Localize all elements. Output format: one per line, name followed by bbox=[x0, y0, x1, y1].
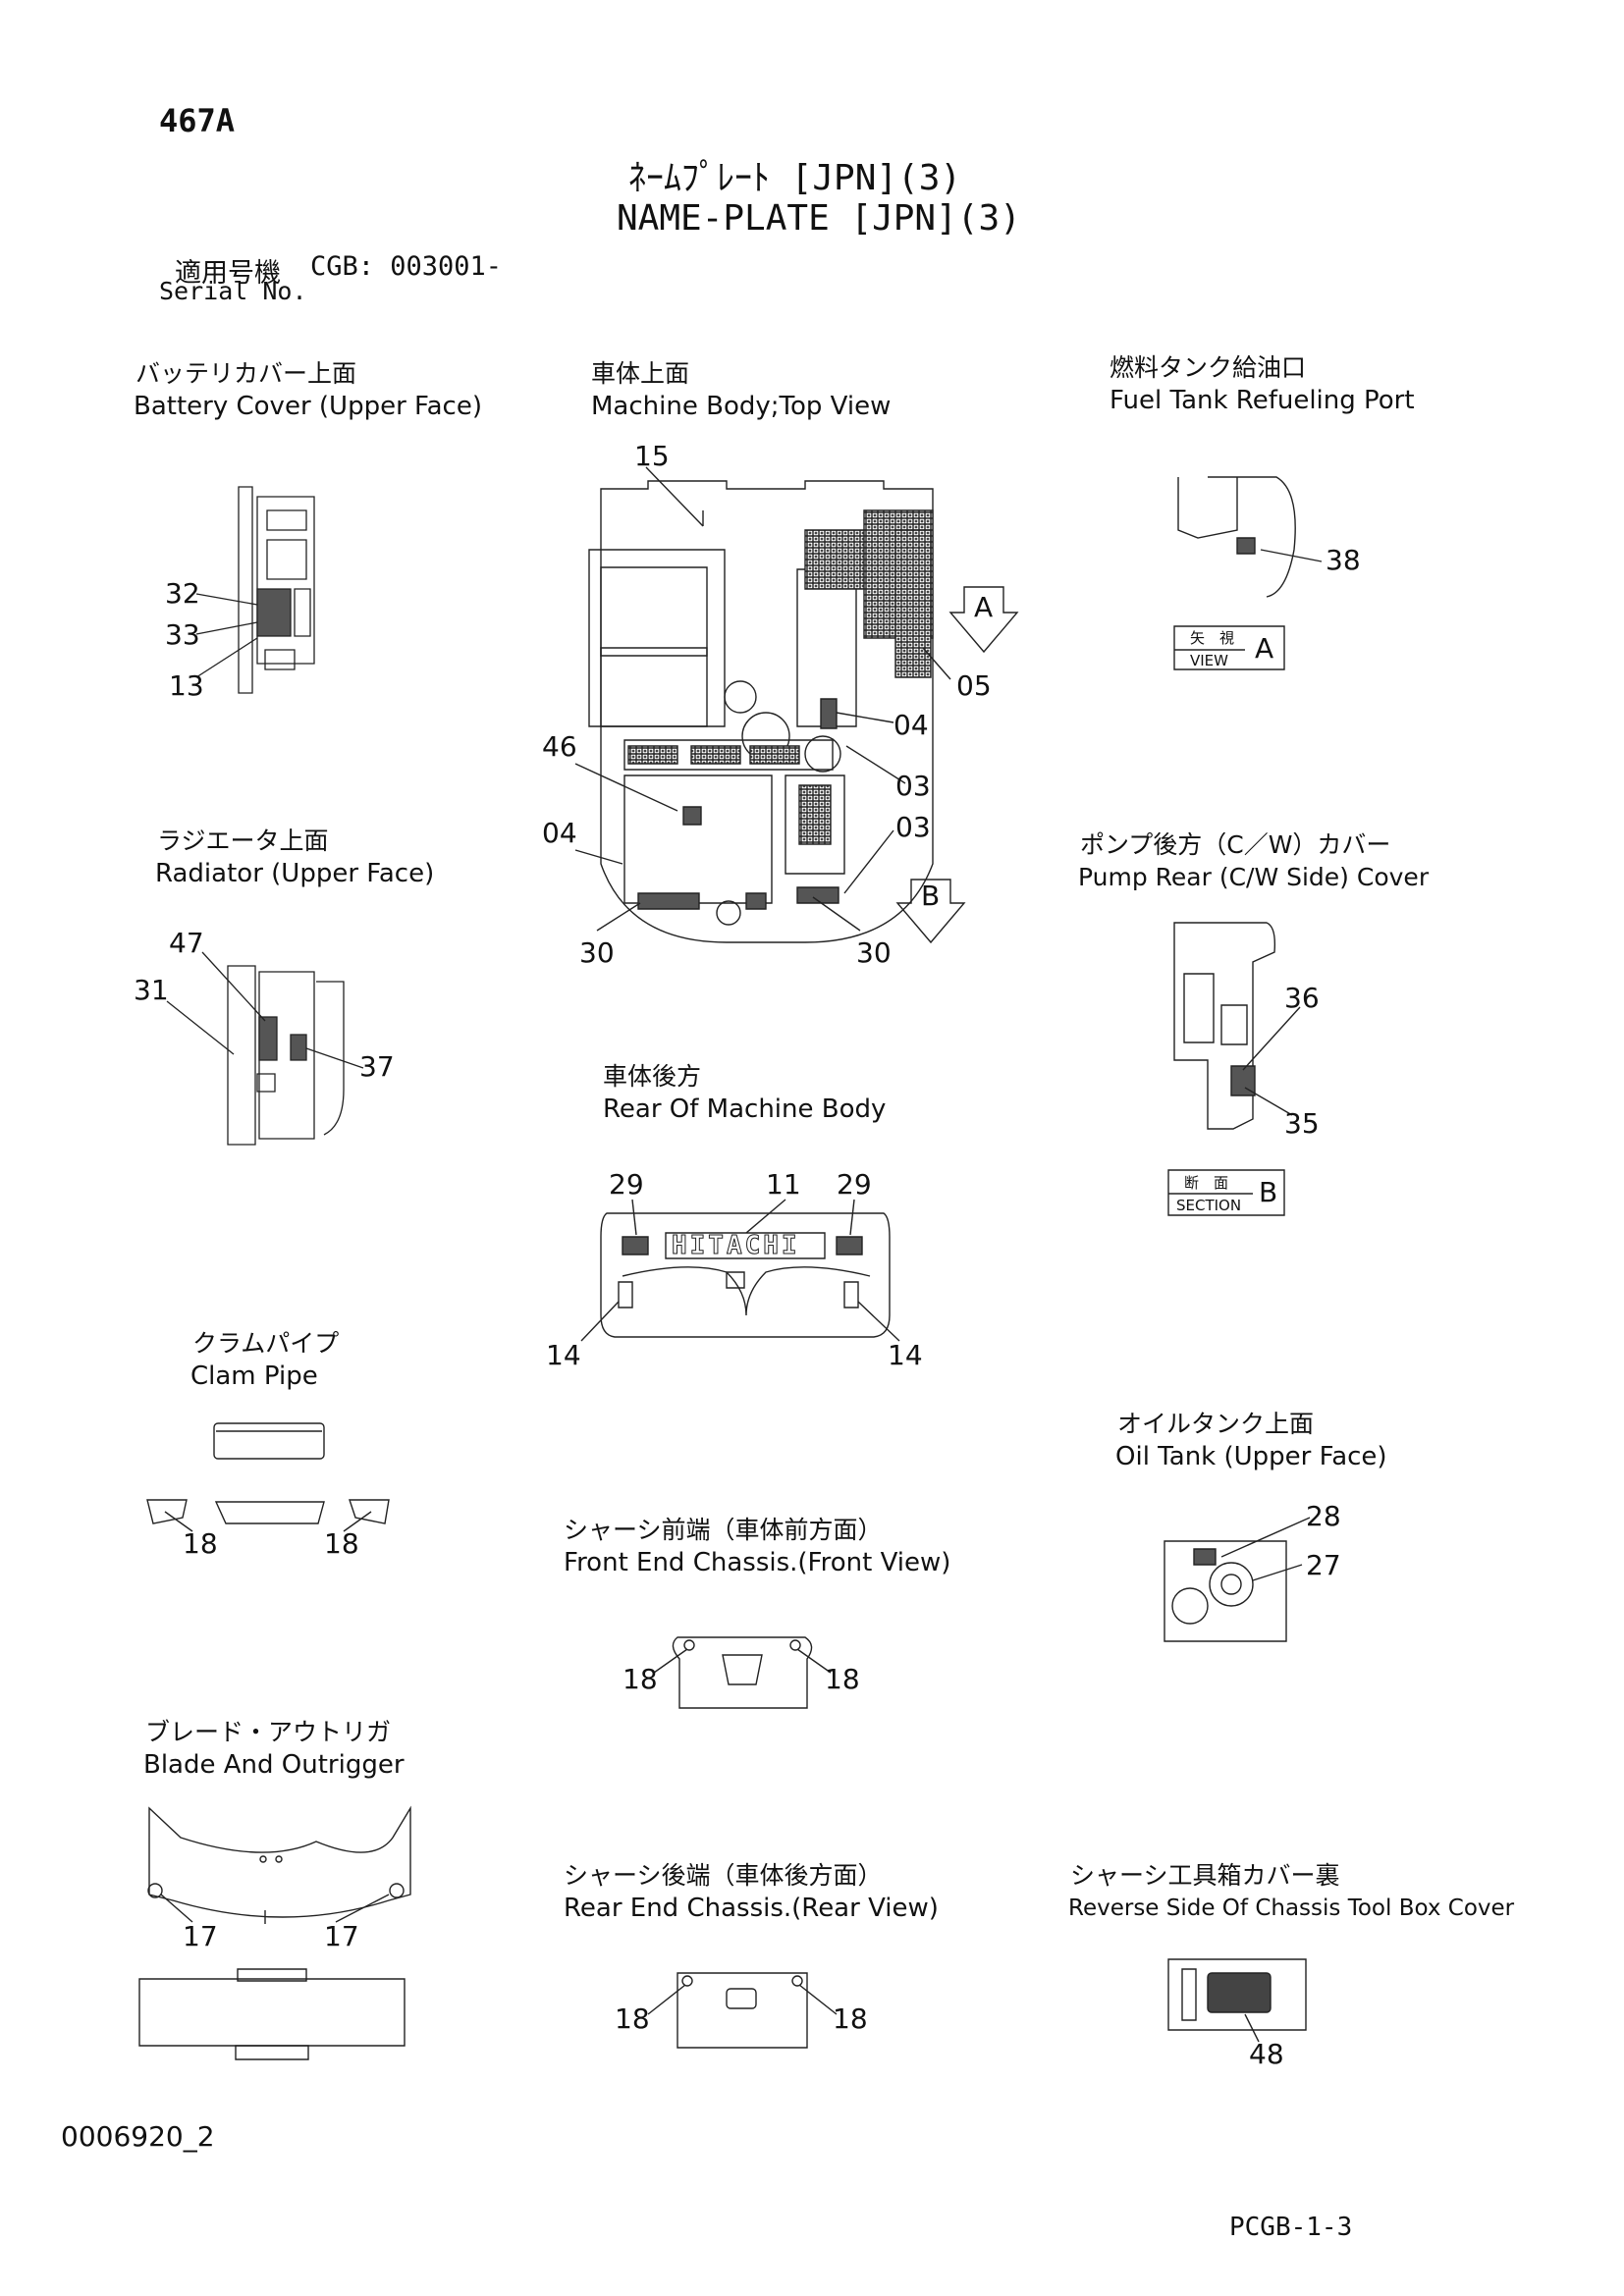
callout-number: 18 bbox=[825, 1663, 860, 1695]
fuel-caption-en: Fuel Tank Refueling Port bbox=[1110, 386, 1415, 415]
callout-number: 36 bbox=[1284, 982, 1320, 1014]
callout-number: 14 bbox=[546, 1339, 581, 1371]
section-label-jp: 断 面 bbox=[1184, 1174, 1229, 1192]
callout-number: 17 bbox=[324, 1920, 359, 1952]
callout-number: 17 bbox=[183, 1920, 218, 1952]
serial-label-jp: 適用号機 bbox=[175, 258, 281, 289]
callout-number: 38 bbox=[1326, 544, 1361, 576]
callout-number: 18 bbox=[183, 1527, 218, 1560]
callout-number: 18 bbox=[833, 2002, 868, 2035]
radiator-caption-en: Radiator (Upper Face) bbox=[155, 859, 435, 888]
radiator-caption-jp: ラジエータ上面 bbox=[157, 827, 329, 855]
callout-number: 11 bbox=[766, 1168, 801, 1201]
callout-number: 31 bbox=[134, 974, 169, 1006]
page-reference: PCGB-1-3 bbox=[1229, 2213, 1353, 2242]
drawing-number: 0006920_2 bbox=[61, 2120, 215, 2153]
callout-number: 33 bbox=[165, 618, 200, 651]
arrow-b-label: B bbox=[921, 880, 941, 912]
callout-number: 15 bbox=[634, 440, 670, 472]
view-label-en: VIEW bbox=[1190, 652, 1228, 669]
callout-number: 29 bbox=[609, 1168, 644, 1201]
callout-number: 37 bbox=[359, 1050, 395, 1083]
title-jp: ﾈｰﾑﾌﾟﾚｰﾄ [JPN](3) bbox=[628, 158, 962, 198]
callout-number: 27 bbox=[1306, 1549, 1341, 1581]
callout-number: 35 bbox=[1284, 1107, 1320, 1140]
callout-number: 03 bbox=[895, 770, 931, 802]
clam-caption-jp: クラムパイプ bbox=[192, 1329, 340, 1358]
callout-number: 29 bbox=[837, 1168, 872, 1201]
title-en: NAME-PLATE [JPN](3) bbox=[617, 198, 1021, 239]
front-chassis-caption-jp: シャーシ前端（車体前方面） bbox=[564, 1516, 883, 1544]
oil-caption-jp: オイルタンク上面 bbox=[1117, 1410, 1315, 1438]
callout-number: 18 bbox=[615, 2002, 650, 2035]
view-label-jp: 矢 視 bbox=[1190, 629, 1235, 647]
battery-caption-en: Battery Cover (Upper Face) bbox=[134, 392, 482, 421]
section-letter: B bbox=[1259, 1176, 1278, 1208]
section-label-en: SECTION bbox=[1176, 1197, 1242, 1214]
callout-number: 32 bbox=[165, 577, 200, 610]
arrow-a-label: A bbox=[974, 591, 994, 623]
pump-caption-en: Pump Rear (C/W Side) Cover bbox=[1078, 863, 1430, 891]
serial-label-en: Serial No. bbox=[159, 277, 307, 305]
callout-number: 04 bbox=[542, 817, 577, 849]
front-chassis-caption-en: Front End Chassis.(Front View) bbox=[564, 1548, 951, 1577]
rear-chassis-caption-en: Rear End Chassis.(Rear View) bbox=[564, 1894, 939, 1923]
battery-caption-jp: バッテリカバー上面 bbox=[135, 359, 357, 388]
callout-number: 18 bbox=[623, 1663, 658, 1695]
callout-number: 30 bbox=[856, 936, 892, 969]
page-code: 467A bbox=[159, 102, 236, 139]
rear-caption-en: Rear Of Machine Body bbox=[603, 1095, 887, 1124]
rear-caption-jp: 車体後方 bbox=[603, 1062, 702, 1091]
rear-chassis-caption-jp: シャーシ後端（車体後方面） bbox=[564, 1861, 883, 1890]
callout-number: 48 bbox=[1249, 2038, 1284, 2070]
blade-caption-en: Blade And Outrigger bbox=[143, 1750, 405, 1780]
fuel-caption-jp: 燃料タンク給油口 bbox=[1110, 353, 1307, 382]
blade-caption-jp: ブレード・アウトリガ bbox=[145, 1718, 392, 1746]
top-caption-en: Machine Body;Top View bbox=[591, 392, 892, 421]
serial-value: CGB: 003001- bbox=[310, 251, 503, 282]
clam-caption-en: Clam Pipe bbox=[190, 1362, 318, 1391]
top-caption-jp: 車体上面 bbox=[591, 359, 690, 388]
callout-number: 04 bbox=[893, 709, 929, 741]
hitachi-brand: HITACHI bbox=[672, 1231, 800, 1261]
callout-number: 13 bbox=[169, 669, 204, 702]
callout-number: 28 bbox=[1306, 1500, 1341, 1532]
callout-number: 05 bbox=[956, 669, 992, 702]
callout-number: 03 bbox=[895, 811, 931, 843]
pump-caption-jp: ポンプ後方（C／W）カバー bbox=[1080, 830, 1391, 859]
toolbox-caption-en: Reverse Side Of Chassis Tool Box Cover bbox=[1068, 1896, 1515, 1921]
callout-number: 30 bbox=[579, 936, 615, 969]
toolbox-caption-jp: シャーシ工具箱カバー裏 bbox=[1070, 1861, 1340, 1890]
callout-number: 18 bbox=[324, 1527, 359, 1560]
callout-number: 46 bbox=[542, 730, 577, 763]
callout-number: 47 bbox=[169, 927, 204, 959]
oil-caption-en: Oil Tank (Upper Face) bbox=[1115, 1442, 1387, 1471]
callout-number: 14 bbox=[888, 1339, 923, 1371]
view-letter: A bbox=[1255, 632, 1274, 665]
